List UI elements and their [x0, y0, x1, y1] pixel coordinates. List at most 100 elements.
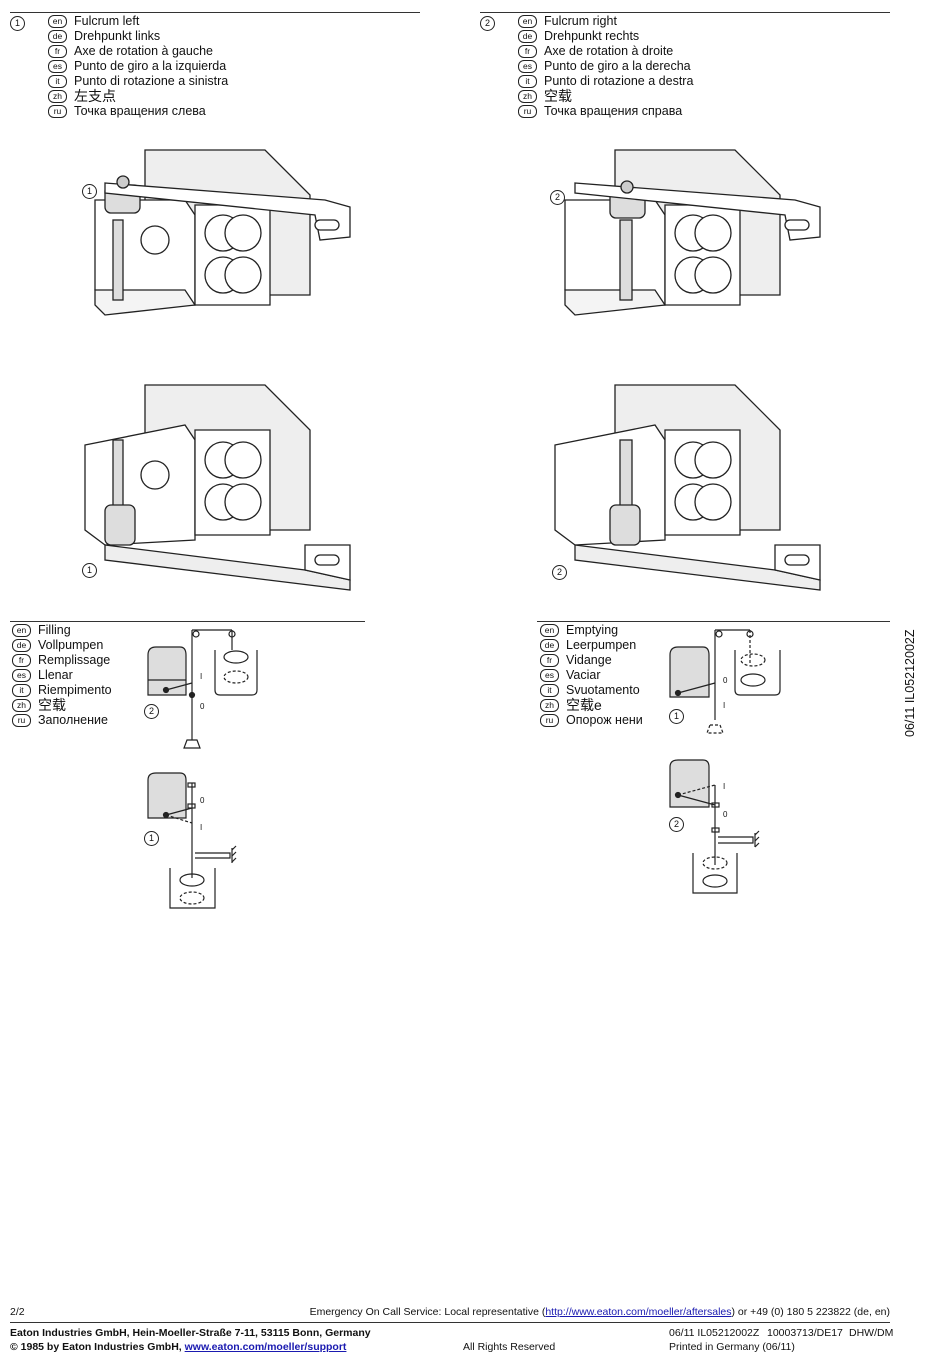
switch-illustration-bottom-left: [84, 384, 351, 591]
switch-illustration-top-right: [564, 149, 821, 316]
lang-code-it: it: [48, 75, 67, 88]
support-link[interactable]: www.eaton.com/moeller/support: [184, 1341, 347, 1353]
lang-text: Vaciar: [566, 668, 601, 682]
aftersales-link[interactable]: http://www.eaton.com/moeller/aftersales: [545, 1306, 732, 1318]
switch-illustration-bottom-right: [554, 384, 821, 591]
lang-text: Leerpumpen: [566, 638, 637, 652]
copyright: © 1985 by Eaton Industries GmbH, www.eat…: [10, 1341, 346, 1353]
lang-text: Fulcrum right: [544, 14, 617, 28]
mid-rule-left: [10, 621, 365, 622]
filling-lower-label-i: I: [200, 823, 203, 832]
lang-row-de: de Drehpunkt rechts: [518, 29, 693, 44]
lang-code-en: en: [48, 15, 67, 28]
lang-row-en: en Fulcrum left: [48, 14, 228, 29]
lang-text: Опорож нени: [566, 713, 643, 727]
filling-upper-label-o: 0: [200, 702, 205, 711]
emergency-prefix: Emergency On Call Service: Local represe…: [309, 1306, 546, 1318]
emptying-lower-label-i: I: [723, 782, 726, 791]
lang-code-es: es: [48, 60, 67, 73]
filling-lower-label-o: 0: [200, 796, 205, 805]
callout-2-emptying: 2: [669, 817, 684, 832]
doc-number: 10003713/DE17: [767, 1327, 843, 1339]
fulcrum-right-list: en Fulcrum right de Drehpunkt rechts fr Axe…: [518, 14, 693, 119]
filling-schematic-upper: [147, 629, 258, 749]
callout-1-bottom-left: 1: [82, 563, 97, 578]
top-rule-right: [480, 12, 890, 13]
emptying-schematic-upper: [669, 629, 781, 734]
lang-code-de: de: [48, 30, 67, 43]
emptying-lower-label-o: 0: [723, 810, 728, 819]
lang-code-ru: ru: [540, 714, 559, 727]
lang-row-es: es Llenar: [12, 668, 112, 683]
lang-text: Llenar: [38, 668, 73, 682]
lang-text: 空载: [38, 697, 66, 713]
lang-text: Emptying: [566, 623, 619, 637]
lang-text: Svuotamento: [566, 683, 640, 697]
lang-code-zh: zh: [540, 699, 559, 712]
lang-text: Riempimento: [38, 683, 112, 697]
top-rule-left: [10, 12, 420, 13]
lang-text: Точка вращения справа: [544, 104, 683, 118]
lang-code-zh: zh: [48, 90, 67, 103]
lang-code-de: de: [540, 639, 559, 652]
lang-text: Fulcrum left: [74, 14, 140, 28]
lang-code-es: es: [540, 669, 559, 682]
lang-code-en: en: [12, 624, 31, 637]
doc-initials: DHW/DM: [849, 1327, 894, 1339]
callout-2-top-right: 2: [550, 190, 565, 205]
lang-code-fr: fr: [48, 45, 67, 58]
emergency-suffix: ) or +49 (0) 180 5 223822 (de, en): [731, 1306, 890, 1318]
lang-code-ru: ru: [12, 714, 31, 727]
lang-row-zh: zh 左支点: [48, 89, 228, 104]
lang-text: Заполнение: [38, 713, 108, 727]
lang-text: 左支点: [74, 88, 116, 104]
lang-code-it: it: [12, 684, 31, 697]
lang-text: 空载e: [566, 697, 602, 713]
lang-code-fr: fr: [518, 45, 537, 58]
callout-1-filling: 1: [144, 831, 159, 846]
callout-2-filling: 2: [144, 704, 159, 719]
lang-code-de: de: [518, 30, 537, 43]
lang-text: Remplissage: [38, 653, 111, 667]
lang-text: Точка вращения слева: [74, 104, 206, 118]
lang-row-ru: ru Опорож нени: [540, 713, 643, 728]
lang-code-it: it: [540, 684, 559, 697]
page-number: 2/2: [10, 1306, 25, 1318]
lang-text: Axe de rotation à droite: [544, 44, 674, 58]
section-number-1: 1: [10, 16, 25, 31]
side-document-code: 06/11 IL05212002Z: [903, 629, 917, 737]
lang-code-zh: zh: [518, 90, 537, 103]
emergency-service: Emergency On Call Service: Local represe…: [310, 1306, 890, 1318]
copyright-prefix: © 1985 by Eaton Industries GmbH,: [10, 1341, 185, 1353]
lang-text: Punto di rotazione a destra: [544, 74, 694, 88]
lang-text: Vidange: [566, 653, 612, 667]
filling-upper-label-i: I: [200, 672, 203, 681]
emptying-schematic-lower: [669, 759, 760, 894]
lang-row-it: it Svuotamento: [540, 683, 643, 698]
lang-row-ru: ru Точка вращения слева: [48, 104, 228, 119]
lang-row-it: it Riempimento: [12, 683, 112, 698]
lang-row-fr: fr Axe de rotation à droite: [518, 44, 693, 59]
switch-illustration-top-left: [94, 149, 351, 316]
lang-code-ru: ru: [48, 105, 67, 118]
lang-code-es: es: [518, 60, 537, 73]
lang-code-es: es: [12, 669, 31, 682]
lang-row-es: es Vaciar: [540, 668, 643, 683]
lang-text: Drehpunkt rechts: [544, 29, 640, 43]
company-address: Eaton Industries GmbH, Hein-Moeller-Stra…: [10, 1327, 371, 1339]
lang-code-en: en: [518, 15, 537, 28]
